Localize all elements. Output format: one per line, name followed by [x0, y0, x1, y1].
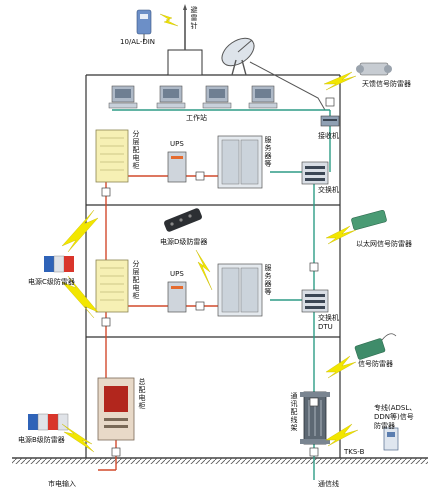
- sub-dist-cabinet-label-2: 分层配电柜: [132, 260, 140, 300]
- workstation-icon: [248, 85, 278, 109]
- lightning-rod: [183, 4, 187, 50]
- dedicated-protector-label: 专线(ADSL、 DDN等)信号 防雷器: [374, 404, 417, 430]
- antenna-protector-icon: [356, 62, 392, 76]
- server-label-2: 服务器等: [264, 264, 272, 296]
- power-b-protector-icon: [28, 413, 69, 431]
- ups-icon: [167, 281, 187, 313]
- lightning-bolt-icon: [61, 423, 95, 453]
- power-strip-icon: [164, 208, 202, 232]
- server-rack-icon: [217, 135, 263, 189]
- power-d-protector-label: 电源D级防雷器: [160, 238, 208, 246]
- dedicated-protector-icon: [383, 427, 399, 451]
- switch-dtu-icon: [301, 289, 329, 313]
- lightning-rod-label: 避雷针: [190, 6, 198, 30]
- ups-icon: [167, 151, 187, 183]
- signal-protector-icon: [354, 333, 397, 360]
- antenna-protector-label: 天馈信号防雷器: [362, 80, 411, 88]
- antenna-cable: [249, 61, 326, 111]
- workstation-icon: [156, 85, 186, 109]
- mains-input-label: 市电输入: [48, 480, 76, 488]
- workstations: [108, 85, 330, 111]
- lightning-bolt-icon: [325, 423, 359, 447]
- lightning-bolt-icon: [159, 13, 179, 27]
- ups-label-2: UPS: [170, 270, 184, 278]
- power-b-protector-label: 电源B级防雷器: [18, 436, 65, 444]
- lightning-bolt-icon: [325, 225, 357, 245]
- server-rack-icon: [217, 263, 263, 317]
- din-device-label: 10/AL-DIN: [120, 38, 156, 46]
- main-dist-cabinet-label: 总配电柜: [138, 378, 146, 410]
- lightning-bolt-icon: [61, 275, 99, 319]
- ground: [12, 457, 428, 464]
- sub-dist-cabinet-icon: [95, 259, 129, 313]
- ups-label-1: UPS: [170, 140, 184, 148]
- satellite-dish-icon: [221, 37, 255, 76]
- tks-label: TKS-B: [344, 448, 365, 456]
- comm-line-label: 通信线: [318, 480, 339, 488]
- lightning-bolt-icon: [323, 71, 357, 91]
- power-c-protector-label: 电源C级防雷器: [28, 278, 75, 286]
- din-device-icon: [136, 9, 152, 42]
- signal-protector-label: 信号防雷器: [358, 360, 393, 368]
- power-c-protector-icon: [44, 255, 74, 273]
- sub-dist-cabinet-label-1: 分层配电柜: [132, 130, 140, 170]
- lightning-bolt-icon: [195, 249, 213, 291]
- switch-label: 交换机: [318, 186, 339, 194]
- switch-icon: [301, 161, 329, 185]
- workstation-icon: [202, 85, 232, 109]
- receiver-label: 接收机: [318, 132, 339, 140]
- server-label-1: 服务器等: [264, 136, 272, 168]
- switch-dtu-label: 交换机 DTU: [318, 314, 339, 331]
- receiver-icon: [320, 115, 340, 127]
- ethernet-protector-icon: [351, 209, 387, 231]
- ground-terminals: [101, 97, 335, 457]
- lightning-bolts: [61, 13, 359, 453]
- lightning-bolt-icon: [61, 209, 99, 253]
- ethernet-protector-label: 以太网信号防雷器: [356, 240, 412, 248]
- sub-dist-cabinet-icon: [95, 129, 129, 183]
- main-dist-cabinet-icon: [97, 377, 135, 441]
- lightning-bolt-icon: [325, 355, 357, 379]
- workstation-icon: [108, 85, 138, 109]
- workstation-label: 工作站: [186, 114, 207, 122]
- comm-frame-label: 通讯配线架: [290, 392, 298, 432]
